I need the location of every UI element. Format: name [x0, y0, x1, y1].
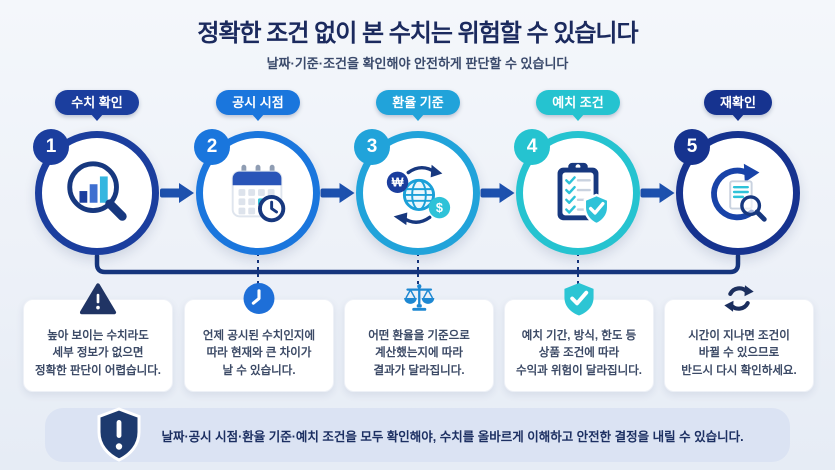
summary-text: 날짜·공시 시점·환율 기준·예치 조건을 모두 확인해야, 수치를 올바르게 … [161, 429, 744, 444]
svg-text:₩: ₩ [392, 176, 404, 190]
caution-card-4: 예치 기간, 방식, 한도 등 상품 조건에 따라 수익과 위험이 달라집니다. [504, 283, 654, 392]
caution-text: 시간이 지나면 조건이 바뀔 수 있으므로 반드시 다시 확인하세요. [681, 330, 797, 377]
step-number-badge: 4 [514, 129, 550, 165]
balance-scale-icon [401, 282, 437, 314]
step-circle: 5 [674, 129, 800, 255]
caution-text: 언제 공시된 수치인지에 따라 현재와 큰 차이가 날 수 있습니다. [202, 330, 316, 377]
step-number-badge: 5 [674, 129, 710, 165]
page-title: 정확한 조건 없이 본 수치는 위험할 수 있습니다 [197, 20, 638, 47]
document-recheck-icon [711, 163, 767, 222]
checklist-shield-icon [557, 162, 610, 226]
summary-banner: 날짜·공시 시점·환율 기준·예치 조건을 모두 확인해야, 수치를 올바르게 … [45, 406, 790, 464]
step-label: 재확인 [720, 95, 756, 110]
step-number-badge: 1 [33, 129, 69, 165]
step-label: 수치 확인 [71, 95, 123, 110]
step-number-badge: 2 [194, 129, 230, 165]
warning-triangle-icon [79, 282, 117, 317]
step-pill: 수치 확인 [55, 90, 139, 115]
step-column-4: 예치 조건 4 [498, 90, 658, 255]
calendar-clock-icon [231, 164, 286, 223]
clock-icon [243, 282, 276, 315]
step-column-5: 재확인 5 [658, 90, 818, 255]
caution-card-5: 시간이 지나면 조건이 바뀔 수 있으므로 반드시 다시 확인하세요. [664, 285, 814, 392]
step-circle: 3 ₩ $ [354, 129, 480, 255]
step-circle: 4 [514, 129, 640, 255]
step-label: 공시 시점 [232, 95, 284, 110]
shield-check-icon [563, 282, 596, 317]
step-circle: 1 [33, 129, 159, 255]
svg-text:$: $ [436, 201, 443, 215]
step-column-3: 환율 기준 3 ₩ $ [338, 90, 498, 255]
caution-text: 예치 기간, 방식, 한도 등 상품 조건에 따라 수익과 위험이 달라집니다. [516, 330, 642, 377]
step-circle: 2 [194, 129, 320, 255]
refresh-arrows-icon [723, 282, 756, 315]
caution-text: 높아 보이는 수치라도 세부 정보가 없으면 정확한 판단이 어렵습니다. [35, 330, 161, 377]
step-pill: 재확인 [704, 90, 772, 115]
caution-card-2: 언제 공시된 수치인지에 따라 현재와 큰 차이가 날 수 있습니다. [184, 283, 334, 392]
shield-exclamation-icon [95, 406, 143, 464]
step-pill: 공시 시점 [216, 90, 300, 115]
step-label: 환율 기준 [392, 95, 444, 110]
step-pill: 예치 조건 [536, 90, 620, 115]
step-number-badge: 3 [354, 129, 390, 165]
caution-card-1: 높아 보이는 수치라도 세부 정보가 없으면 정확한 판단이 어렵습니다. [23, 283, 173, 392]
page-subtitle: 날짜·기준·조건을 확인해야 안전하게 판단할 수 있습니다 [266, 56, 569, 71]
step-column-2: 공시 시점 2 [178, 90, 338, 255]
step-pill: 환율 기준 [376, 90, 460, 115]
step-column-1: 수치 확인 1 [17, 90, 177, 255]
caution-card-3: 어떤 환율을 기준으로 계산했는지에 따라 결과가 달라집니다. [344, 284, 494, 392]
magnifier-bar-chart-icon [67, 161, 127, 221]
currency-exchange-globe-icon: ₩ $ [386, 164, 451, 226]
caution-text: 어떤 환율을 기준으로 계산했는지에 따라 결과가 달라집니다. [368, 330, 470, 377]
step-label: 예치 조건 [552, 95, 604, 110]
bracket-connector-line [94, 253, 741, 275]
